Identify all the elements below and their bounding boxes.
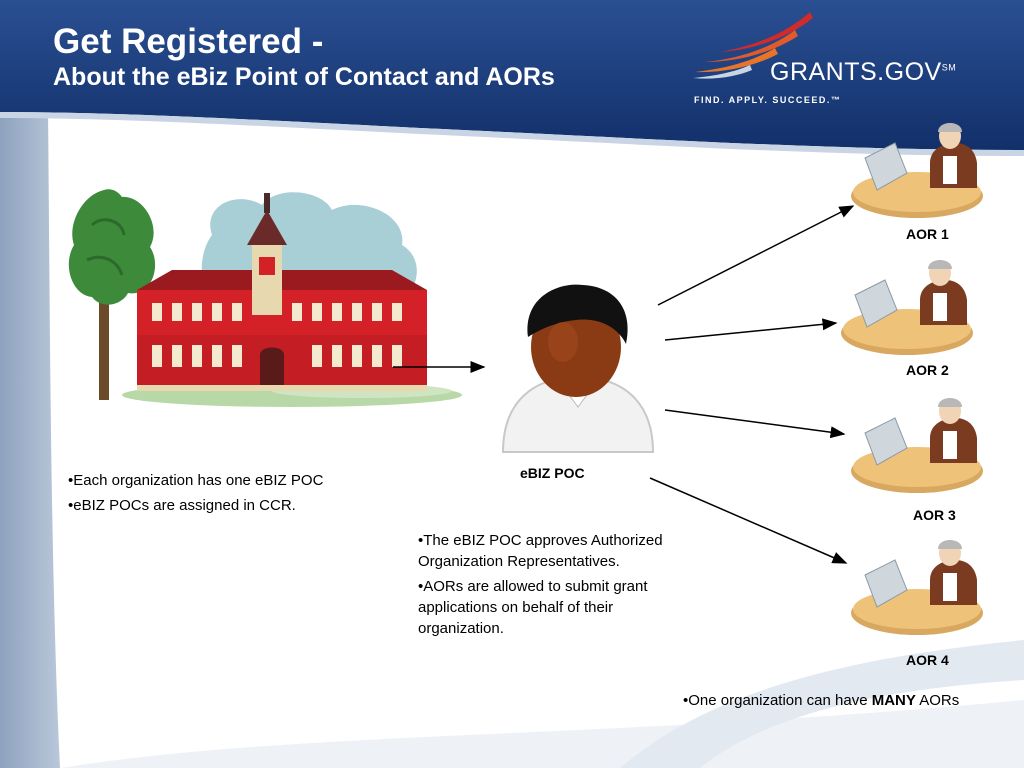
aor-3-label: AOR 3 [913, 507, 956, 523]
aor-2-label: AOR 2 [906, 362, 949, 378]
aor-4-label: AOR 4 [906, 652, 949, 668]
list-item: •eBIZ POCs are assigned in CCR. [68, 495, 398, 516]
arrow-poc-to-aor2 [665, 323, 836, 340]
list-item: •AORs are allowed to submit grant applic… [418, 576, 688, 639]
arrow-poc-to-aor1 [658, 206, 853, 305]
aor-workstation-icon [845, 535, 985, 643]
bottom-note-prefix: •One organization can have [683, 692, 872, 709]
list-item: •The eBIZ POC approves Authorized Organi… [418, 530, 688, 572]
bottom-note-emphasis: MANY [872, 692, 916, 709]
arrow-poc-to-aor3 [665, 410, 844, 434]
list-item: •Each organization has one eBIZ POC [68, 470, 398, 491]
bottom-note-suffix: AORs [916, 692, 959, 709]
aor-workstation-icon [845, 393, 985, 501]
aor-1-label: AOR 1 [906, 226, 949, 242]
aor-workstation-icon [835, 255, 975, 363]
left-bullet-list: •Each organization has one eBIZ POC •eBI… [68, 470, 398, 520]
aor-workstation-icon [845, 118, 985, 226]
bottom-note: •One organization can have MANY AORs [683, 692, 959, 709]
center-bullet-list: •The eBIZ POC approves Authorized Organi… [418, 530, 688, 643]
